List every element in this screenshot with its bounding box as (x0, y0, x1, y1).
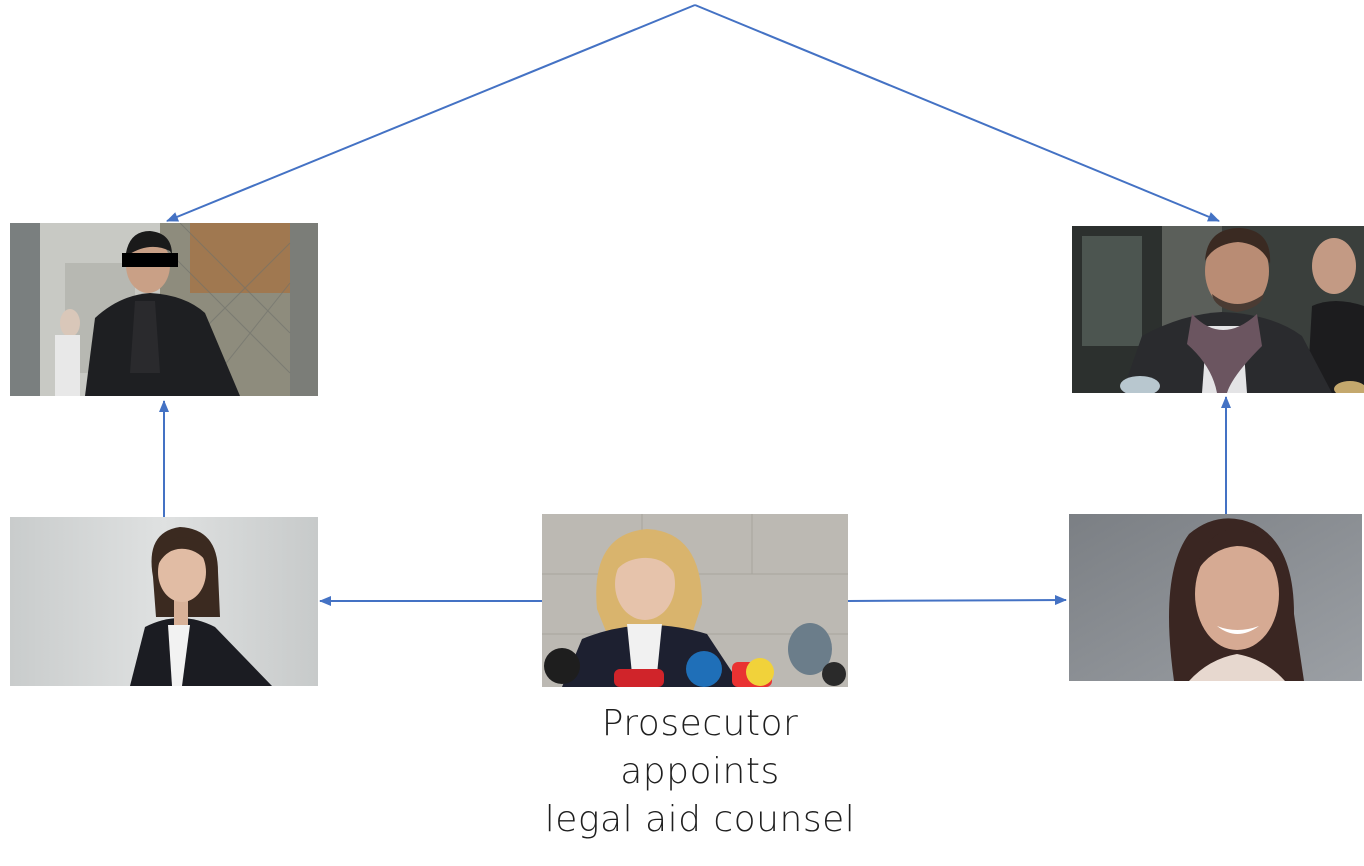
defense-lawyer-photo (1072, 226, 1364, 393)
arrow-apex-to-defense-lawyer (694, 4, 1220, 222)
female-lawyer-right-photo (1069, 514, 1362, 681)
accused-photo (10, 223, 318, 396)
caption-line-2: appoints (620, 751, 780, 792)
female-lawyer-left-photo (10, 517, 318, 686)
caption-line-1: Prosecutor (601, 703, 799, 744)
caption-line-3: legal aid counsel (544, 799, 856, 840)
arrow-apex-to-accused (166, 4, 696, 222)
prosecutor-photo (542, 514, 848, 687)
caption: Prosecutor appoints legal aid counsel (500, 700, 900, 844)
arrow-prosecutor-to-right-lawyer (847, 595, 1067, 606)
